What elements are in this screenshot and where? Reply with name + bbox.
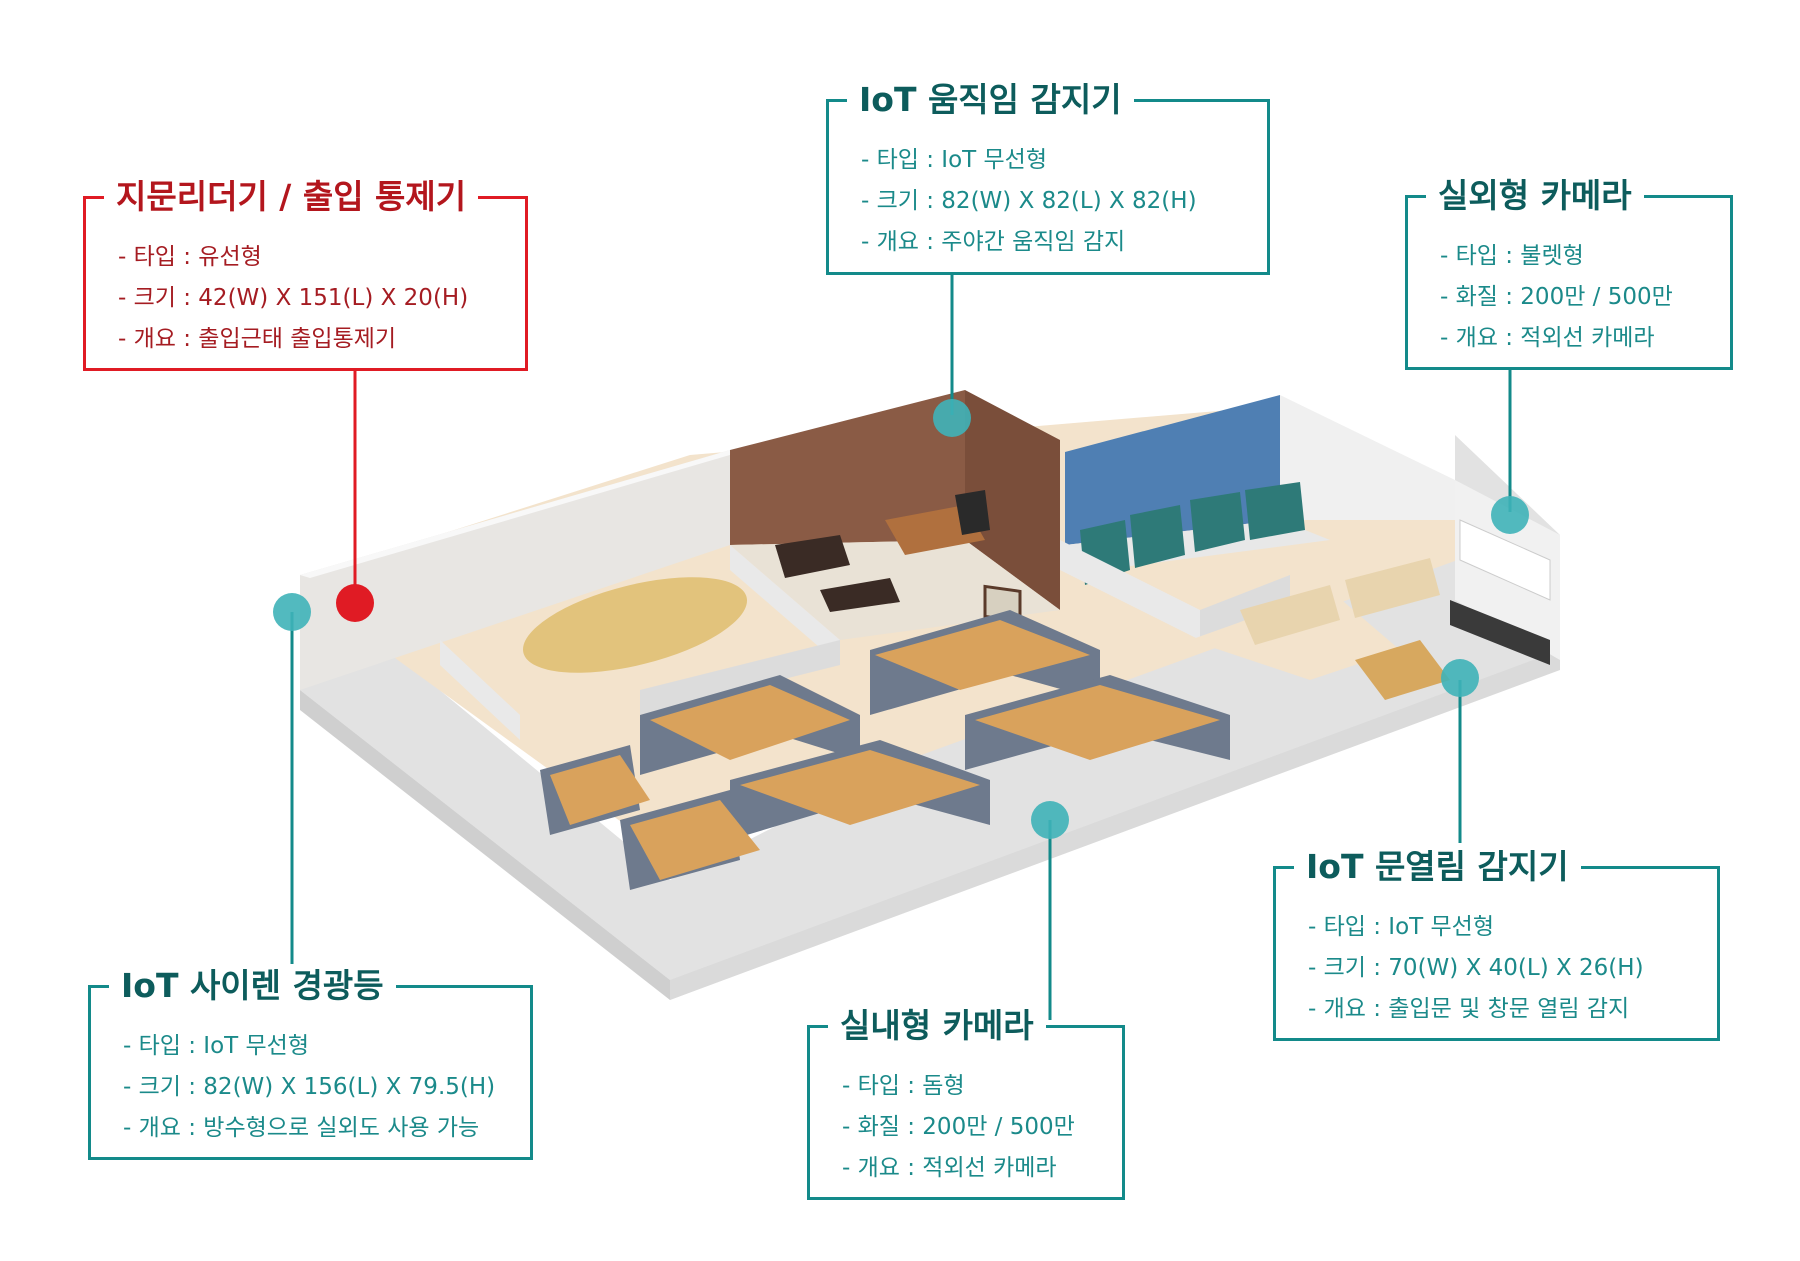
callout-siren: IoT 사이렌 경광등 - 타입 : IoT 무선형 - 크기 : 82(W) … bbox=[88, 964, 533, 1160]
spec-type: - 타입 : IoT 무선형 bbox=[861, 147, 1047, 173]
sofa-left bbox=[1240, 585, 1340, 645]
spec-type: - 타입 : IoT 무선형 bbox=[1308, 914, 1494, 940]
callout-connectors bbox=[290, 275, 1512, 1020]
spec-type: - 타입 : 유선형 bbox=[118, 244, 262, 270]
spec-resolution: - 화질 : 200만 / 500만 bbox=[1440, 284, 1673, 310]
spec-size: - 크기 : 82(W) X 82(L) X 82(H) bbox=[861, 188, 1197, 214]
spec-summary: - 개요 : 방수형으로 실외도 사용 가능 bbox=[123, 1115, 480, 1141]
callout-outdoor-camera: 실외형 카메라 - 타입 : 불렛형 - 화질 : 200만 / 500만 - … bbox=[1405, 174, 1733, 370]
spec-size: - 크기 : 42(W) X 151(L) X 20(H) bbox=[118, 285, 469, 311]
workstations bbox=[540, 610, 1230, 890]
callout-door-sensor: IoT 문열림 감지기 - 타입 : IoT 무선형 - 크기 : 70(W) … bbox=[1273, 845, 1720, 1041]
callout-title: 실외형 카메라 bbox=[1426, 174, 1644, 218]
callout-title: IoT 사이렌 경광등 bbox=[109, 964, 396, 1008]
spec-summary: - 개요 : 적외선 카메라 bbox=[1440, 325, 1655, 351]
outdoor-camera-marker bbox=[1491, 496, 1529, 534]
motion-sensor-marker bbox=[933, 399, 971, 437]
conference-table bbox=[522, 577, 748, 673]
spec-resolution: - 화질 : 200만 / 500만 bbox=[842, 1114, 1075, 1140]
spec-summary: - 개요 : 주야간 움직임 감지 bbox=[861, 229, 1126, 255]
dining-table bbox=[1355, 640, 1450, 700]
callout-indoor-camera: 실내형 카메라 - 타입 : 돔형 - 화질 : 200만 / 500만 - 개… bbox=[807, 1004, 1125, 1200]
wall-left-back bbox=[300, 450, 730, 690]
spec-summary: - 개요 : 출입문 및 창문 열림 감지 bbox=[1308, 996, 1630, 1022]
siren-marker bbox=[273, 593, 311, 631]
door-sensor-marker bbox=[1441, 659, 1479, 697]
spec-summary: - 개요 : 적외선 카메라 bbox=[842, 1155, 1057, 1181]
spec-type: - 타입 : 돔형 bbox=[842, 1073, 965, 1099]
spec-summary: - 개요 : 출입근태 출입통제기 bbox=[118, 326, 397, 352]
manager-office bbox=[730, 390, 1060, 640]
spec-type: - 타입 : IoT 무선형 bbox=[123, 1033, 309, 1059]
spec-size: - 크기 : 70(W) X 40(L) X 26(H) bbox=[1308, 955, 1644, 981]
callout-title: 실내형 카메라 bbox=[828, 1004, 1046, 1048]
fingerprint-reader-marker bbox=[336, 584, 374, 622]
spec-type: - 타입 : 불렛형 bbox=[1440, 243, 1584, 269]
callout-fingerprint-reader: 지문리더기 / 출입 통제기 - 타입 : 유선형 - 크기 : 42(W) X… bbox=[83, 175, 528, 371]
callout-motion-sensor: IoT 움직임 감지기 - 타입 : IoT 무선형 - 크기 : 82(W) … bbox=[826, 78, 1270, 275]
callout-title: IoT 움직임 감지기 bbox=[847, 78, 1134, 122]
spec-size: - 크기 : 82(W) X 156(L) X 79.5(H) bbox=[123, 1074, 496, 1100]
indoor-camera-marker bbox=[1031, 801, 1069, 839]
callout-title: 지문리더기 / 출입 통제기 bbox=[104, 175, 479, 219]
sofa-right bbox=[1345, 558, 1440, 618]
callout-title: IoT 문열림 감지기 bbox=[1294, 845, 1581, 889]
